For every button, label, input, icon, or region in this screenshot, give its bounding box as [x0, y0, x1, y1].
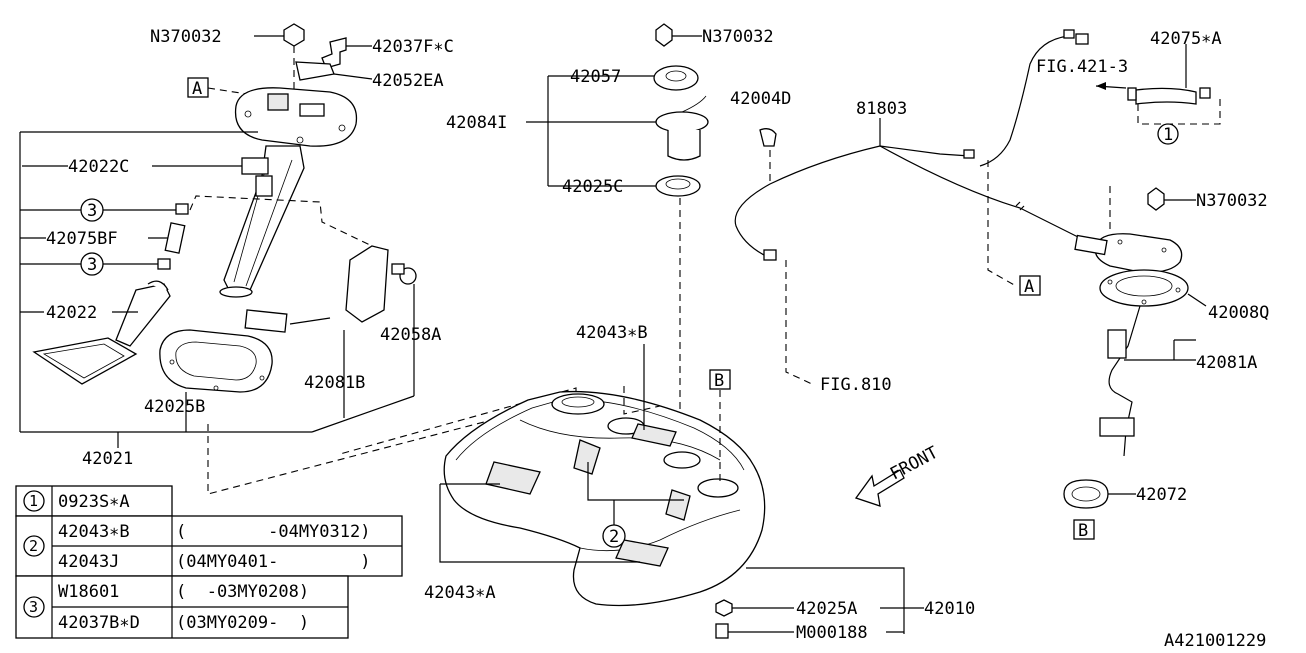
ref-box-b-center [709, 369, 731, 390]
label-42021: 42021 [82, 449, 133, 469]
ref-box-a-left [187, 77, 209, 98]
bracket-42037fc [295, 37, 373, 81]
harness-81803 [734, 118, 1081, 261]
label-42043a: 42043∗A [424, 583, 496, 603]
pump-flange-plate [234, 46, 358, 147]
gasket-42025c [655, 175, 701, 197]
table-r2-num: 2 [29, 537, 38, 555]
gasket-42008q [1099, 269, 1207, 307]
module-42084i [655, 95, 709, 161]
ref-box-b-right [1073, 519, 1095, 540]
callout-3-top-text: 3 [87, 201, 97, 221]
label-fig421-3: FIG.421-3 [1036, 57, 1128, 77]
hose-42075a [1127, 44, 1211, 105]
clamp-top [175, 203, 189, 215]
legend-table [15, 485, 403, 639]
nut-n370032-middle [655, 23, 702, 47]
label-42081b: 42081B [304, 373, 365, 393]
label-fig810: FIG.810 [820, 375, 892, 395]
figure-code: A421001229 [1164, 631, 1266, 651]
label-n370032-middle: N370032 [702, 27, 774, 47]
label-42025a: 42025A [796, 599, 857, 619]
label-42010: 42010 [924, 599, 975, 619]
sender-bracket-42081b [244, 245, 389, 333]
table-r4-range: ( -03MY0208) [176, 582, 309, 602]
label-42004d: 42004D [730, 89, 791, 109]
part-42022c [241, 157, 273, 197]
table-r3-part: 42043J [58, 552, 119, 572]
ref-b-center: B [714, 371, 724, 391]
sender-unit-42081a [1099, 305, 1196, 457]
table-r1-part: 0923S∗A [58, 492, 130, 512]
front-arrow [854, 469, 905, 507]
fuel-tank-42010 [443, 390, 766, 639]
table-r1-num: 1 [29, 492, 38, 510]
label-42025b: 42025B [144, 397, 205, 417]
label-42043b: 42043∗B [576, 323, 648, 343]
label-81803: 81803 [856, 99, 907, 119]
label-42057: 42057 [570, 67, 621, 87]
table-r5-part: 42037B∗D [58, 613, 140, 633]
clamp-bottom [157, 258, 171, 270]
label-42075bf: 42075BF [46, 229, 118, 249]
label-42081a: 42081A [1196, 353, 1257, 373]
ring-42057 [653, 65, 699, 91]
sender-flange-right [1074, 233, 1183, 273]
label-front: FRONT [887, 443, 942, 485]
nut-n370032-right [1147, 187, 1196, 211]
label-42072: 42072 [1136, 485, 1187, 505]
table-r2-part: 42043∗B [58, 522, 130, 542]
label-42052ea: 42052EA [372, 71, 444, 91]
table-r4-part: W18601 [58, 582, 119, 602]
table-r3-range: (04MY0401- ) [176, 552, 370, 572]
callout-2-text: 2 [609, 527, 619, 547]
label-42058a: 42058A [380, 325, 441, 345]
grommet-42058a [391, 263, 417, 285]
label-n370032-right: N370032 [1196, 191, 1268, 211]
label-42075a: 42075∗A [1150, 29, 1222, 49]
table-r4-num: 3 [29, 598, 38, 616]
callout-1-text: 1 [1163, 125, 1173, 145]
ref-a-left: A [192, 79, 202, 99]
nut-n370032-left [254, 23, 305, 47]
seal-42072 [1063, 479, 1136, 509]
label-42008q: 42008Q [1208, 303, 1269, 323]
table-r2-range: ( -04MY0312) [176, 522, 370, 542]
label-42025c: 42025C [562, 177, 623, 197]
label-42037fc: 42037F∗C [372, 37, 454, 57]
ref-b-right: B [1078, 521, 1088, 541]
label-42022c: 42022C [68, 157, 129, 177]
label-42084i: 42084I [446, 113, 507, 133]
fuel-pump-42022 [32, 280, 171, 385]
callout-3-bottom-text: 3 [87, 255, 97, 275]
table-r5-range: (03MY0209- ) [176, 613, 309, 633]
hose-42075bf [164, 222, 186, 254]
label-42022: 42022 [46, 303, 97, 323]
connector-wire-right [979, 29, 1089, 167]
label-m000188: M000188 [796, 623, 868, 643]
arrow-fig421 [1096, 82, 1106, 90]
ref-a-center: A [1024, 277, 1034, 297]
label-n370032-left: N370032 [150, 27, 222, 47]
gasket-42025b [159, 329, 273, 393]
clip-42004d [759, 128, 777, 184]
ref-box-a-center [1019, 275, 1041, 296]
